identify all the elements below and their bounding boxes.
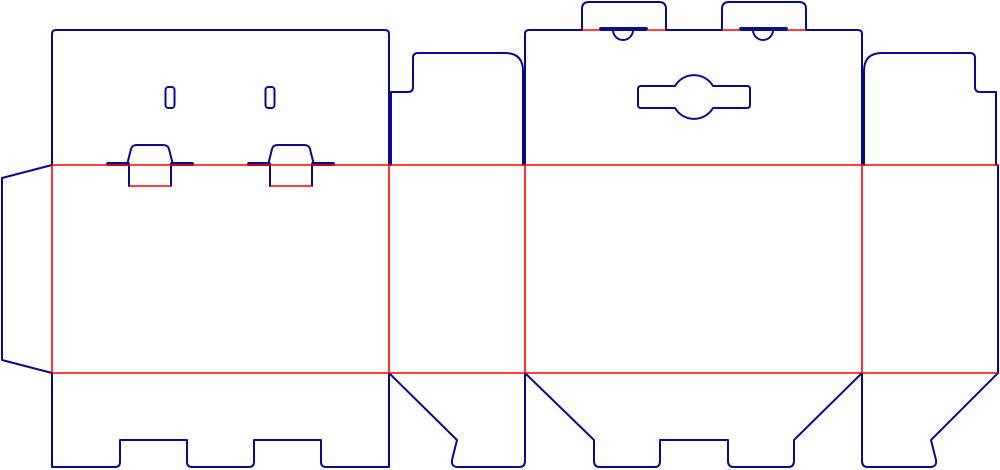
lock-tab-2 [247,144,335,187]
hang-tab-1 [581,1,667,41]
glue-flap [1,164,53,374]
panel-3-bottom-flap [524,372,863,468]
hang-tab-2 [721,1,807,41]
hanger-hole [637,74,751,120]
panel-2-bottom-flap [388,372,526,468]
panel-3-top-flap [524,29,863,166]
slot-1 [164,86,176,109]
panel-4-bottom-flap [861,372,999,468]
panel-4-top-flap [863,52,997,166]
lock-tab-1 [106,144,194,187]
fold-lines [51,29,998,374]
panel-1-bottom-flap [51,372,390,468]
panel-1-top-flap [51,29,390,166]
slot-2 [264,86,276,109]
panel-2-top-flap [390,52,524,166]
